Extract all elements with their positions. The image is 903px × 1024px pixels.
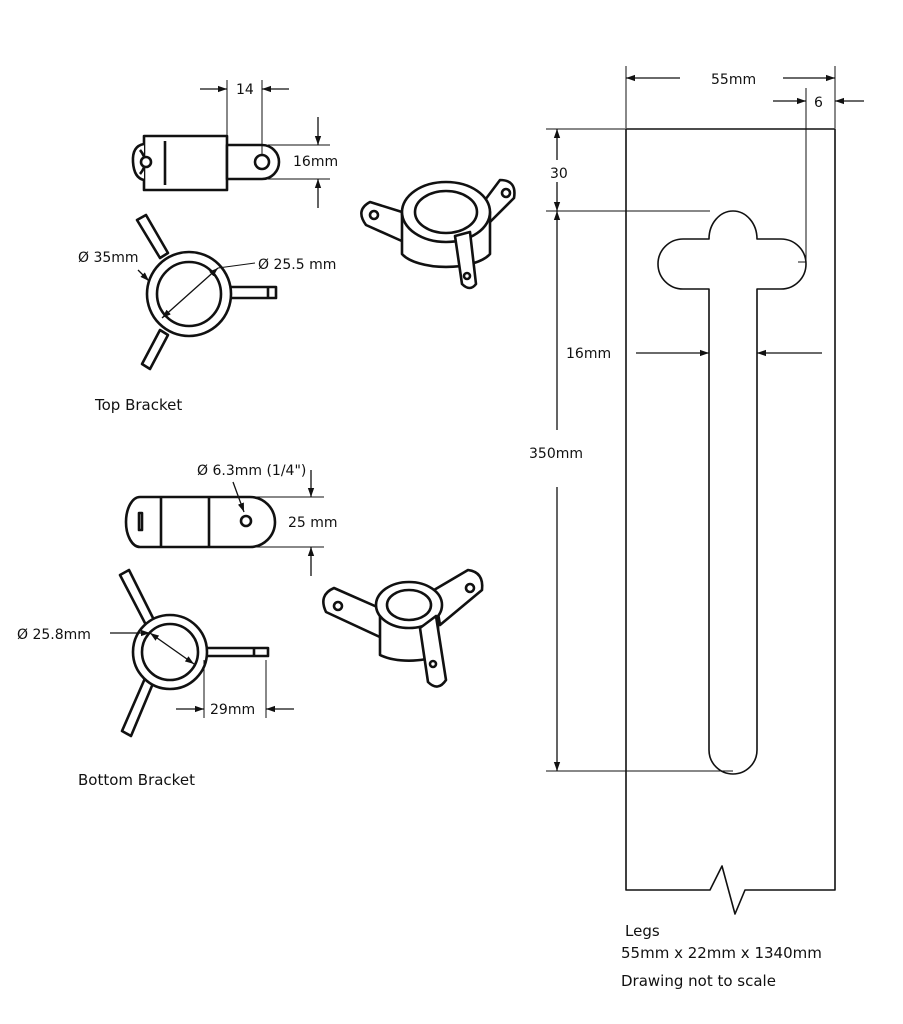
top-inner-diameter-label: Ø 25.5 mm xyxy=(258,257,336,273)
leg-size: 55mm x 22mm x 1340mm xyxy=(621,944,822,962)
bottom-bracket-3d-view xyxy=(322,568,484,688)
bottom-bracket-diameter-dimension: Ø 25.8mm xyxy=(17,627,195,665)
top-tab-width-label: 14 xyxy=(236,82,254,98)
bottom-bracket-height-dimension: 25 mm xyxy=(250,470,338,576)
bottom-tab-length-label: 29mm xyxy=(210,702,255,718)
leg-note: Drawing not to scale xyxy=(621,972,776,990)
leg-title: Legs xyxy=(625,922,660,940)
top-bracket-tab-width-dimension: 14 xyxy=(200,80,289,155)
top-bracket-caption: Top Bracket xyxy=(94,396,182,414)
top-bracket-tab-height-dimension: 16mm xyxy=(268,117,338,208)
bottom-bracket-side-view xyxy=(124,495,277,549)
bottom-diameter-label: Ø 25.8mm xyxy=(17,627,91,643)
bottom-bracket-caption: Bottom Bracket xyxy=(78,771,195,789)
leg-width-label: 55mm xyxy=(711,72,756,88)
top-tab-height-label: 16mm xyxy=(293,154,338,170)
top-bracket-side-view xyxy=(131,134,281,192)
leg-top-offset-label: 30 xyxy=(550,166,568,182)
leg-top-offset-dimension: 30 xyxy=(546,128,710,212)
bottom-bracket-hole-dimension: Ø 6.3mm (1/4") xyxy=(197,463,306,513)
leg-slot-length-dimension: 350mm xyxy=(529,211,733,772)
top-bracket-top-view xyxy=(135,213,278,371)
leg-outline xyxy=(625,128,836,915)
bottom-hole-label: Ø 6.3mm (1/4") xyxy=(197,463,306,479)
top-bracket-diameter-dimensions: Ø 35mm Ø 25.5 mm xyxy=(78,250,336,319)
leg-slot-width-label: 16mm xyxy=(566,346,611,362)
leg-edge-offset-dimension: 6 xyxy=(773,88,864,263)
bottom-bracket-tab-length-dimension: 29mm xyxy=(176,660,294,718)
bottom-height-label: 25 mm xyxy=(288,515,338,531)
leg-slot xyxy=(657,210,807,775)
leg-slot-width-dimension: 16mm xyxy=(566,346,822,362)
leg-width-dimension: 55mm xyxy=(625,66,836,128)
leg-edge-offset-label: 6 xyxy=(814,95,823,111)
top-outer-diameter-label: Ø 35mm xyxy=(78,250,139,266)
leg-slot-length-label: 350mm xyxy=(529,446,583,462)
top-bracket-3d-view xyxy=(360,178,516,290)
